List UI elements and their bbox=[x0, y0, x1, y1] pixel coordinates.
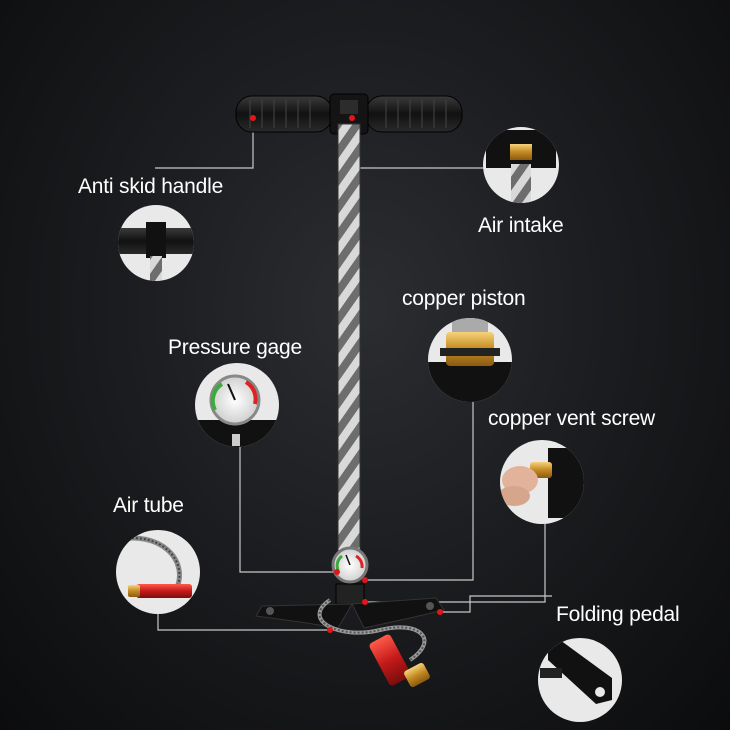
label-folding-pedal: Folding pedal bbox=[556, 603, 680, 626]
pump-body bbox=[235, 93, 463, 688]
detail-copper-vent-screw bbox=[500, 440, 584, 524]
carbon-shaft bbox=[338, 124, 360, 554]
label-air-intake: Air intake bbox=[478, 214, 564, 237]
leader-pressure-gage bbox=[239, 445, 337, 573]
leader-lines bbox=[155, 118, 552, 631]
label-pressure-gage: Pressure gage bbox=[168, 336, 302, 359]
leader-copper-piston bbox=[365, 402, 474, 581]
detail-anti-skid-handle bbox=[118, 205, 194, 281]
leader-air-tube bbox=[157, 614, 330, 631]
hose-connector bbox=[369, 634, 411, 686]
label-air-tube: Air tube bbox=[113, 494, 184, 517]
detail-air-tube bbox=[116, 530, 200, 614]
folding-pedal-right bbox=[351, 597, 445, 629]
folding-pedal-left bbox=[255, 603, 353, 629]
handle-grip-right bbox=[365, 95, 463, 133]
detail-folding-pedal bbox=[538, 638, 622, 722]
label-anti-skid-handle: Anti skid handle bbox=[78, 175, 224, 198]
detail-pressure-gage bbox=[195, 363, 279, 447]
label-copper-vent-screw: copper vent screw bbox=[488, 407, 656, 430]
leader-folding-pedal bbox=[440, 595, 552, 613]
label-copper-piston: copper piston bbox=[402, 287, 526, 310]
leader-anti-skid-handle bbox=[155, 118, 254, 169]
leader-copper-vent-screw bbox=[365, 524, 546, 603]
detail-air-intake bbox=[483, 127, 559, 203]
detail-copper-piston bbox=[428, 318, 512, 402]
